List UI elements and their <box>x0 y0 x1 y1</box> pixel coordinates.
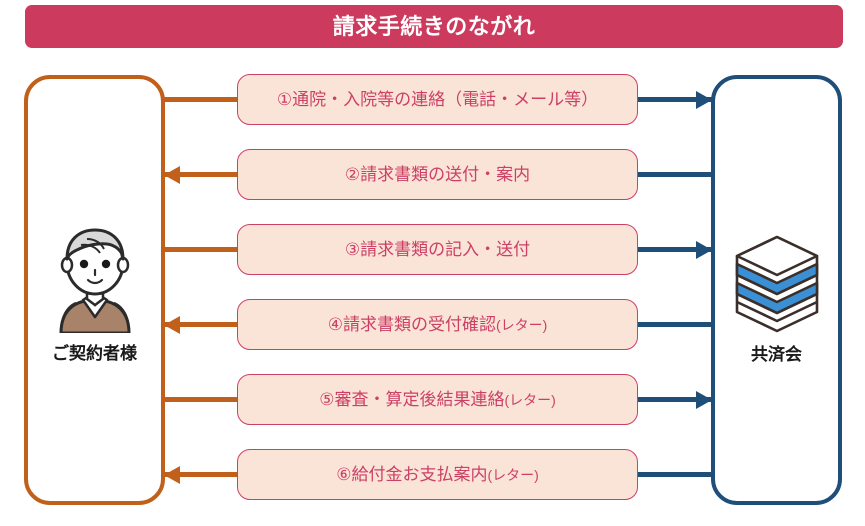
connector-line-right-6 <box>637 472 712 477</box>
connector-line-right-1 <box>637 97 712 102</box>
page-title-bar: 請求手続きのながれ <box>25 5 843 48</box>
connector-line-right-3 <box>637 247 712 252</box>
connector-line-left-3 <box>164 247 238 252</box>
flow-step-box-6[interactable]: ⑥給付金お支払案内(レター) <box>237 449 638 500</box>
connector-line-left-4 <box>164 322 238 327</box>
flow-step-box-3[interactable]: ③請求書類の記入・送付 <box>237 224 638 275</box>
person-elderly-icon <box>43 227 147 333</box>
flow-step-box-2[interactable]: ②請求書類の送付・案内 <box>237 149 638 200</box>
connector-line-left-1 <box>164 97 238 102</box>
actor-organization-content: 共済会 <box>715 234 838 365</box>
flow-step-label-2: ②請求書類の送付・案内 <box>344 165 531 184</box>
flow-step-label-3: ③請求書類の記入・送付 <box>344 240 531 259</box>
arrowhead-left-4 <box>164 315 180 334</box>
actor-label-customer: ご契約者様 <box>52 344 137 363</box>
actor-panel-organization: 共済会 <box>711 75 842 505</box>
connector-line-right-4 <box>637 322 712 327</box>
connector-line-right-2 <box>637 172 712 177</box>
connector-line-left-6 <box>164 472 238 477</box>
flow-step-box-4[interactable]: ④請求書類の受付確認(レター) <box>237 299 638 350</box>
actor-label-organization: 共済会 <box>751 345 802 364</box>
flow-step-label-6: ⑥給付金お支払案内(レター) <box>336 465 539 484</box>
connector-line-right-5 <box>637 397 712 402</box>
flow-step-label-4: ④請求書類の受付確認(レター) <box>327 315 548 334</box>
stacked-layers-building-icon <box>734 234 820 334</box>
actor-panel-customer: ご契約者様 <box>24 75 165 505</box>
connector-line-left-2 <box>164 172 238 177</box>
page-title: 請求手続きのながれ <box>332 13 536 39</box>
arrowhead-left-6 <box>164 465 180 484</box>
flow-step-box-5[interactable]: ⑤審査・算定後結果連絡(レター) <box>237 374 638 425</box>
arrowhead-right-3 <box>696 240 712 259</box>
arrowhead-left-2 <box>164 165 180 184</box>
arrowhead-right-5 <box>696 390 712 409</box>
flow-step-label-1: ①通院・入院等の連絡（電話・メール等） <box>276 90 599 109</box>
actor-customer-content: ご契約者様 <box>28 227 161 364</box>
flow-step-box-1[interactable]: ①通院・入院等の連絡（電話・メール等） <box>237 74 638 125</box>
arrowhead-right-1 <box>696 90 712 109</box>
flow-step-label-5: ⑤審査・算定後結果連絡(レター) <box>319 390 556 409</box>
connector-line-left-5 <box>164 397 238 402</box>
